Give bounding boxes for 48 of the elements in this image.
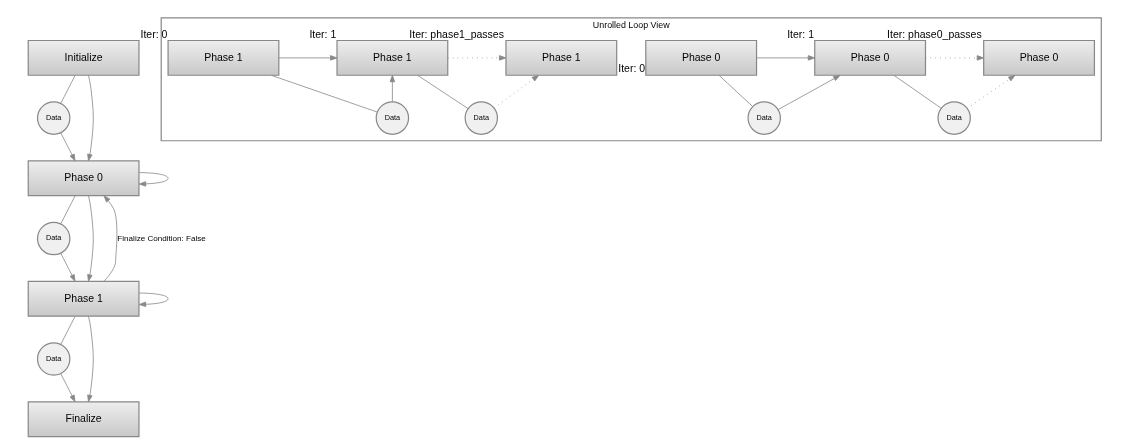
node-box: Phase 1 bbox=[336, 39, 449, 76]
arrow bbox=[389, 74, 396, 103]
arrow bbox=[87, 195, 94, 282]
node-circle: Data bbox=[464, 101, 499, 135]
arrow bbox=[103, 195, 118, 282]
node-label: Iter: phase0_passes bbox=[887, 27, 982, 40]
connector bbox=[893, 74, 942, 109]
arrow bbox=[278, 55, 338, 61]
node-label: Iter: 0 bbox=[618, 62, 646, 75]
arrow bbox=[777, 74, 841, 110]
node-box: Initialize bbox=[27, 39, 140, 76]
node-box: Phase 0 bbox=[983, 39, 1096, 76]
node-label: Iter: phase1_passes bbox=[409, 27, 504, 40]
connector bbox=[60, 315, 76, 345]
node-box: Phase 0 bbox=[814, 39, 927, 76]
arrow bbox=[447, 55, 507, 61]
arrow bbox=[87, 75, 94, 162]
arrow bbox=[60, 132, 76, 162]
arrow bbox=[60, 252, 76, 282]
node-box: Phase 0 bbox=[645, 39, 758, 76]
node-box: Phase 1 bbox=[27, 280, 140, 317]
edge-label: Finalize Condition: False bbox=[117, 233, 206, 243]
node-label: Iter: 1 bbox=[787, 27, 815, 40]
arrow bbox=[966, 74, 1016, 109]
node-circle: Data bbox=[36, 221, 71, 256]
arrow bbox=[138, 292, 169, 307]
node-circle: Data bbox=[747, 101, 781, 135]
connector bbox=[718, 74, 754, 107]
node-circle: Data bbox=[375, 101, 410, 135]
node-box: Finalize bbox=[27, 401, 140, 438]
node-circle: Data bbox=[937, 101, 971, 135]
arrow bbox=[87, 315, 94, 403]
node-label: Iter: 0 bbox=[140, 27, 168, 40]
arrow bbox=[138, 172, 169, 187]
node-box: Phase 1 bbox=[505, 39, 618, 76]
node-box: Phase 1 bbox=[167, 39, 280, 76]
connector bbox=[60, 74, 76, 104]
connector bbox=[60, 195, 76, 225]
arrow bbox=[925, 55, 985, 61]
node-label: Iter: 1 bbox=[309, 27, 337, 40]
arrow bbox=[756, 55, 816, 61]
node-circle: Data bbox=[36, 342, 71, 376]
arrow bbox=[60, 373, 76, 403]
node-circle: Data bbox=[36, 101, 71, 135]
arrow bbox=[493, 74, 540, 109]
connector bbox=[417, 74, 469, 109]
connector bbox=[271, 74, 378, 113]
node-box: Phase 0 bbox=[27, 160, 140, 197]
